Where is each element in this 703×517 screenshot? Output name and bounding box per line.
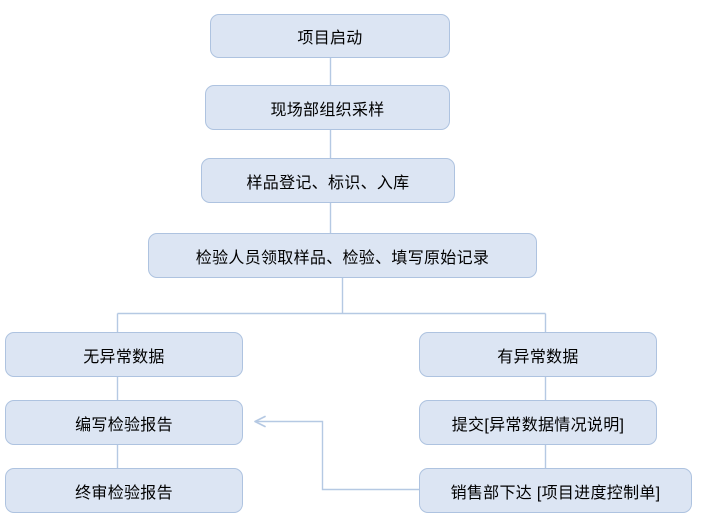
- node-has-anomaly[interactable]: 有异常数据: [419, 332, 657, 377]
- node-write-report[interactable]: 编写检验报告: [5, 400, 243, 445]
- node-label: 销售部下达 [项目进度控制单]: [450, 484, 661, 502]
- node-submit-anomaly-note[interactable]: 提交[异常数据情况说明]: [419, 400, 657, 445]
- node-label: 编写检验报告: [75, 416, 173, 434]
- node-label: 检验人员领取样品、检验、填写原始记录: [195, 249, 490, 267]
- node-label: 样品登记、标识、入库: [246, 174, 410, 192]
- node-inspection-record[interactable]: 检验人员领取样品、检验、填写原始记录: [148, 233, 537, 278]
- node-label: 有异常数据: [497, 348, 579, 366]
- node-project-start[interactable]: 项目启动: [210, 14, 450, 58]
- node-label: 终审检验报告: [75, 484, 173, 502]
- node-no-anomaly[interactable]: 无异常数据: [5, 332, 243, 377]
- node-label: 提交[异常数据情况说明]: [451, 416, 625, 434]
- node-final-report[interactable]: 终审检验报告: [5, 468, 243, 513]
- node-field-sampling[interactable]: 现场部组织采样: [205, 85, 450, 130]
- node-label: 项目启动: [297, 30, 363, 47]
- node-label: 无异常数据: [83, 348, 165, 366]
- connector-sales-feedback-to-write: [256, 420, 419, 491]
- node-sample-registration[interactable]: 样品登记、标识、入库: [201, 158, 455, 203]
- node-sales-order[interactable]: 销售部下达 [项目进度控制单]: [419, 468, 692, 513]
- arrowhead-feedback-icon: [254, 415, 266, 428]
- node-label: 现场部组织采样: [270, 101, 385, 119]
